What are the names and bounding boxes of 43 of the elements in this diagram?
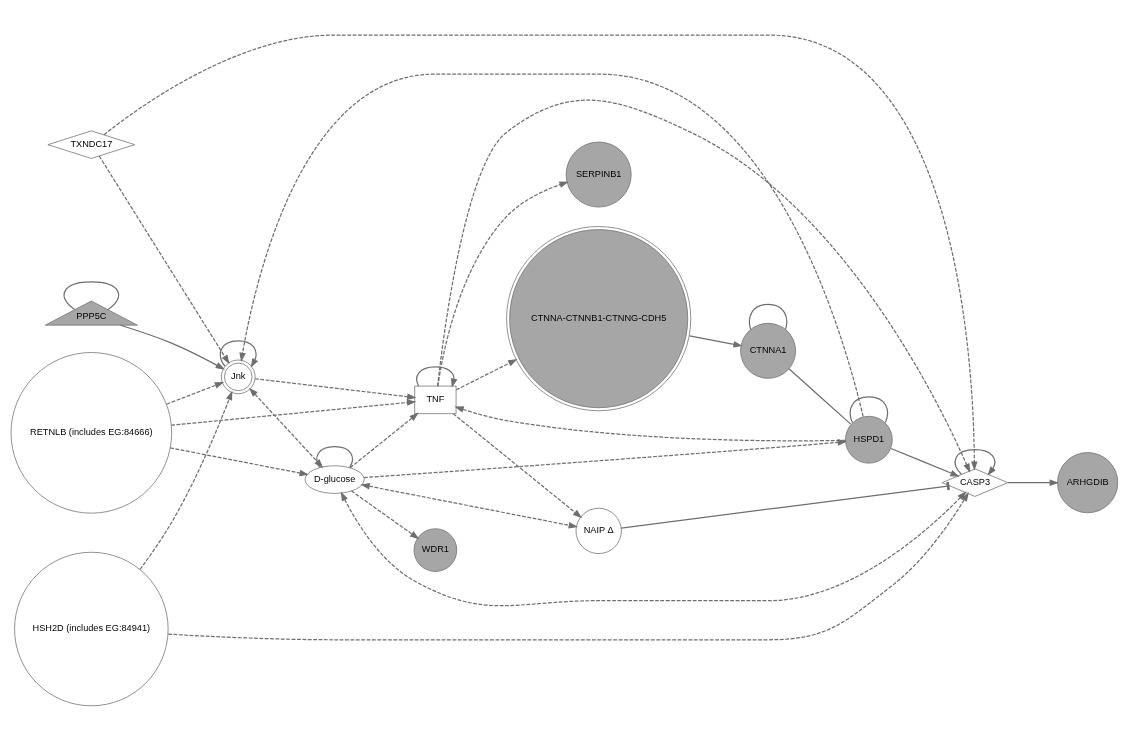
arrow (437, 99, 971, 473)
arrow (363, 439, 848, 479)
connector (63, 281, 120, 311)
arrow (1007, 479, 1059, 486)
arrow (103, 34, 978, 471)
arrow (340, 491, 967, 607)
arrow (139, 390, 233, 571)
connector (849, 396, 889, 424)
connector (748, 303, 788, 331)
node-box: TNF (414, 385, 457, 415)
arrow (954, 449, 996, 476)
node-circle: HSH2D (includes EG:84941) (14, 551, 169, 707)
arrow (437, 181, 569, 387)
node-circle: HSPD1 (845, 415, 893, 464)
node-circle: SERPINB1 (565, 141, 632, 208)
arrow (890, 447, 960, 477)
arrow (239, 73, 864, 418)
node-ellipse: D-glucose (304, 465, 365, 494)
arrow (169, 447, 309, 477)
arrow (350, 490, 420, 540)
node-circle: ARHGDIB (1057, 452, 1119, 514)
arrow (452, 413, 583, 519)
arrow (688, 335, 743, 348)
arrow (170, 399, 417, 426)
arrow (455, 359, 518, 391)
connector (316, 446, 354, 469)
connector (788, 368, 852, 425)
node-circle: RETNLB (includes EG:84666) (10, 352, 173, 514)
arrow (219, 340, 259, 368)
arrow (249, 387, 324, 469)
arrow (165, 382, 225, 405)
arrow (349, 412, 419, 469)
arrow (254, 378, 417, 400)
arrow (98, 155, 230, 365)
node-circle: NAIP Δ (575, 507, 622, 554)
arrow (360, 483, 578, 529)
arrow (167, 492, 969, 641)
arrow (416, 366, 458, 388)
node-circle: CTNNA1 (740, 322, 796, 379)
arrow (119, 324, 225, 370)
node-circle: WDR1 (413, 528, 458, 572)
node-diamond: TXNDC17 (47, 130, 136, 159)
arrow (454, 406, 846, 442)
